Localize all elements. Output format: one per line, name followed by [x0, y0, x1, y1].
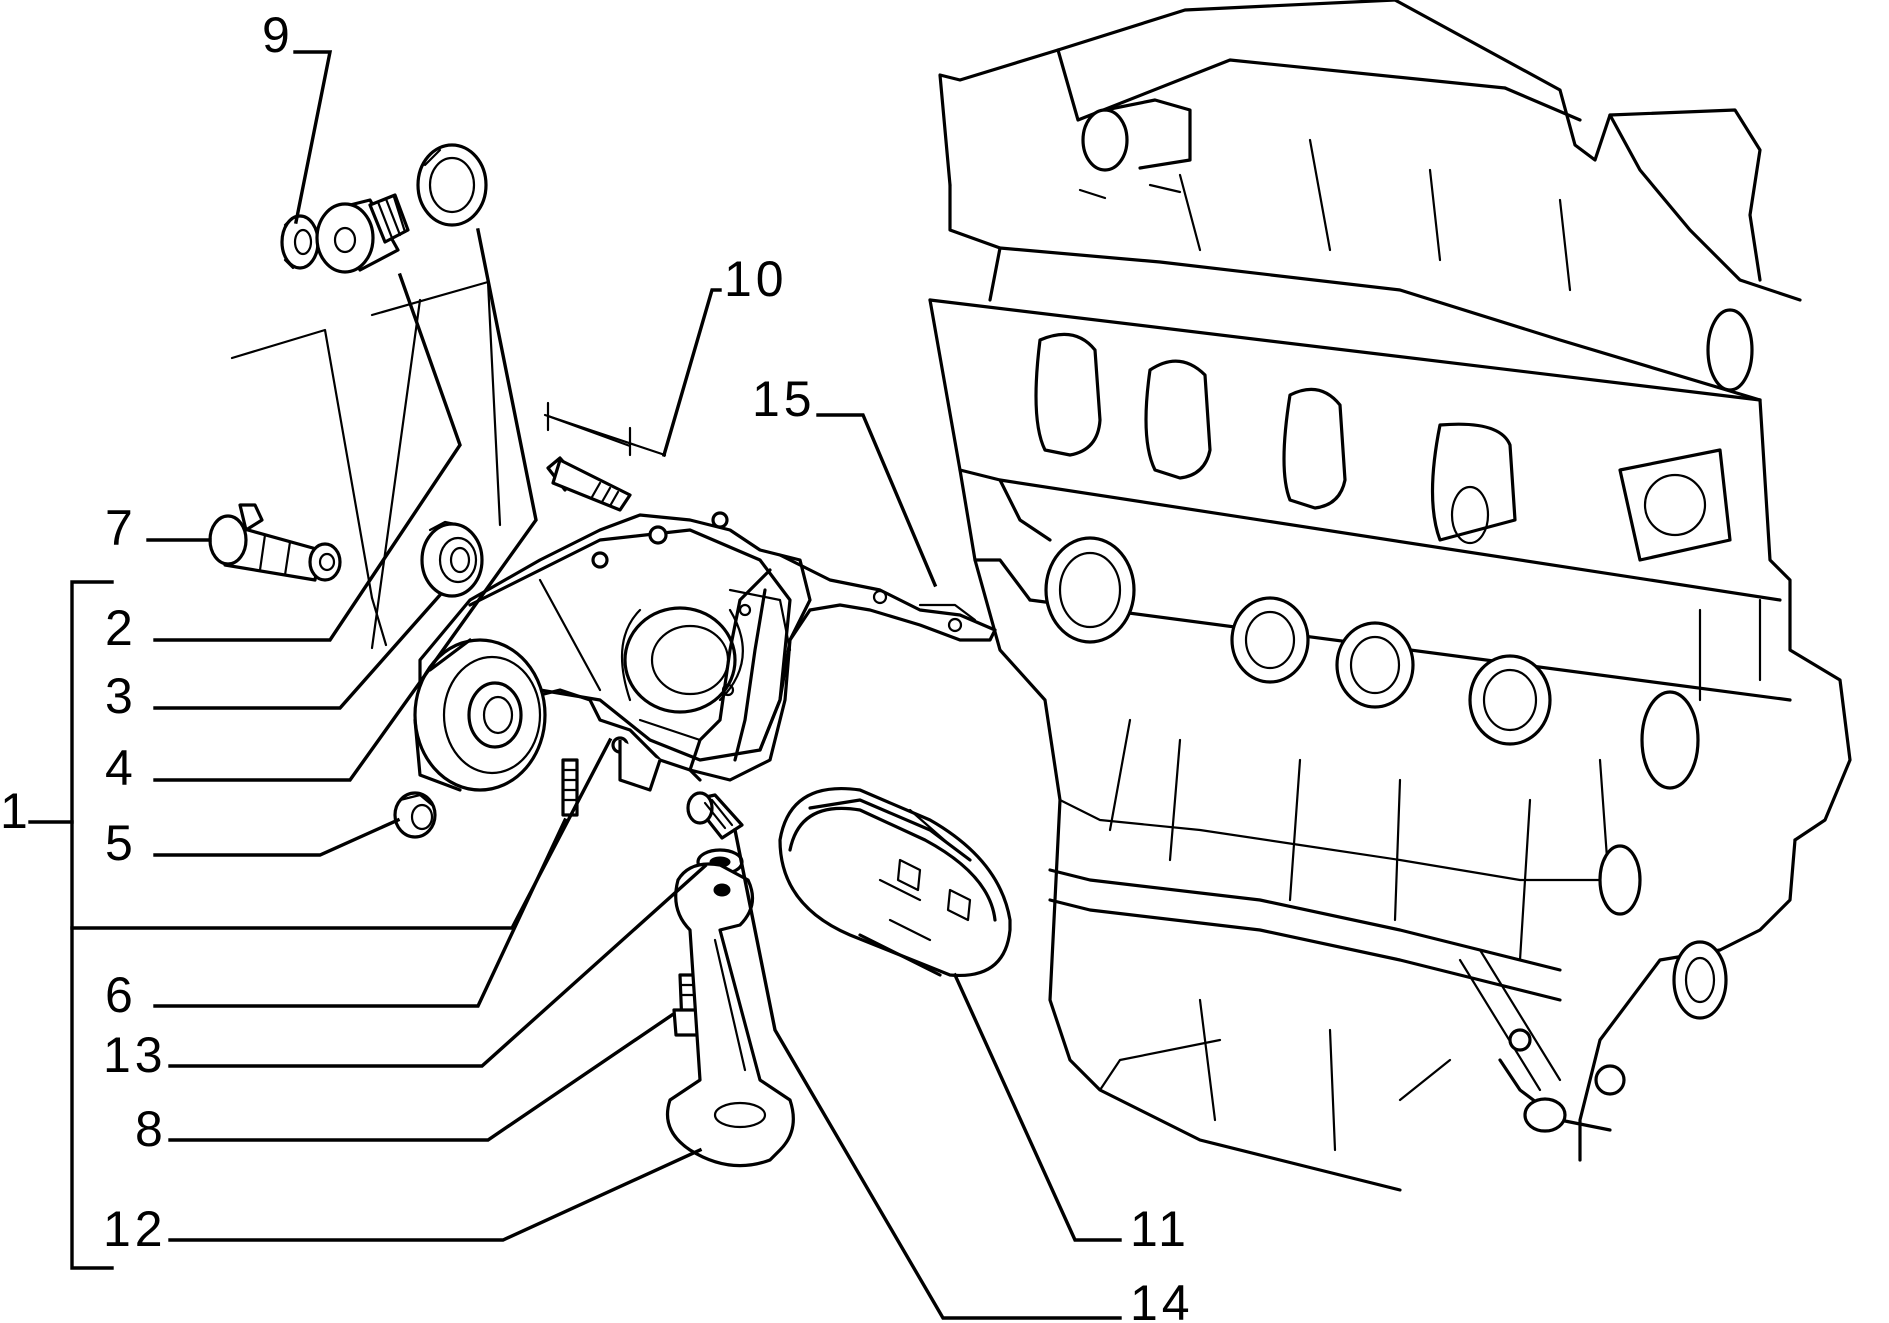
callout-14: 14	[1130, 1275, 1194, 1323]
pump-pulley	[413, 638, 547, 792]
part-14-plug	[686, 791, 744, 840]
oil-pump-housing	[418, 511, 812, 792]
callout-10: 10	[724, 251, 788, 307]
callout-labels: 9 10 15 7 2 3 4 1 5 6 13 8 12 11 14	[0, 7, 1194, 1323]
callout-13: 13	[103, 1027, 167, 1083]
callout-7: 7	[105, 500, 137, 556]
part-3-seal	[420, 520, 484, 598]
part-5-bush	[393, 791, 437, 839]
callout-5: 5	[105, 815, 137, 871]
engine-block	[928, 0, 1852, 1192]
callout-3: 3	[105, 668, 137, 724]
part-10-bolt	[546, 456, 632, 512]
part-7-sender	[208, 503, 342, 582]
part-12-oil-pickup	[665, 862, 795, 1168]
part-6-stud	[561, 758, 579, 817]
callout-9: 9	[262, 7, 294, 63]
callout-8: 8	[135, 1101, 167, 1157]
part-2-plug	[315, 193, 410, 274]
callout-6: 6	[105, 967, 137, 1023]
callout-11: 11	[1130, 1201, 1190, 1257]
leader-lines	[28, 50, 1122, 1320]
callout-4: 4	[105, 740, 137, 796]
gasket	[688, 553, 997, 782]
callout-12: 12	[103, 1201, 167, 1257]
callout-1: 1	[0, 783, 32, 839]
part-4-seal-ring	[416, 143, 488, 227]
part-9-nut	[280, 214, 320, 270]
callout-15: 15	[752, 371, 816, 427]
part-11-oil-filter	[778, 787, 1012, 978]
callout-2: 2	[105, 600, 137, 656]
